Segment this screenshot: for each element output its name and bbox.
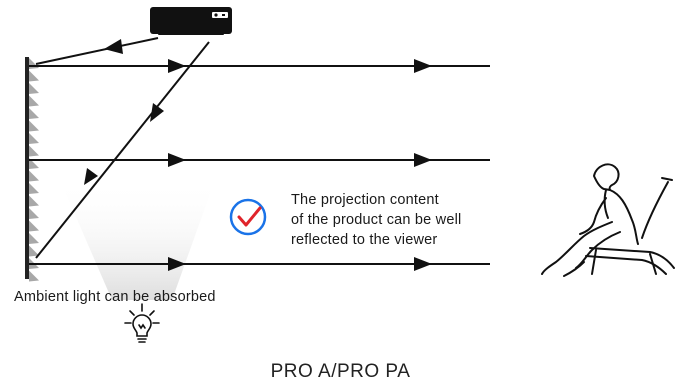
sawtooth-screen-icon — [25, 57, 39, 282]
seated-viewer-icon — [541, 163, 675, 277]
screen-tooth — [29, 183, 39, 194]
projector-icon — [150, 7, 232, 35]
light-bulb-icon — [124, 303, 160, 343]
screen-tooth — [29, 195, 39, 207]
model-label: PRO A/PRO PA — [270, 361, 411, 382]
screen-tooth — [29, 145, 39, 157]
reflected-rays — [29, 65, 490, 265]
projection-rays — [35, 37, 210, 259]
screen-tooth — [29, 83, 39, 94]
screen-tooth — [29, 120, 39, 132]
screen-tooth — [29, 270, 39, 282]
ray-arrowheads — [168, 59, 432, 271]
screen-tooth — [29, 208, 39, 219]
screen-tooth — [29, 233, 39, 244]
screen-tooth — [29, 70, 39, 82]
screen-tooth — [29, 133, 39, 144]
description-line-1: The projection content — [291, 192, 439, 208]
description-line-3: reflected to the viewer — [291, 232, 438, 248]
description-line-2: of the product can be well — [291, 212, 462, 228]
screen-tooth — [29, 108, 39, 119]
reflection-description: The projection content of the product ca… — [291, 190, 461, 250]
checkmark-circle-icon — [229, 198, 267, 236]
ambient-light-cone — [60, 180, 215, 300]
ambient-light-label: Ambient light can be absorbed — [14, 289, 216, 305]
screen-tooth — [29, 220, 39, 232]
screen-tooth — [29, 170, 39, 182]
projection-arrowheads — [84, 39, 164, 185]
screen-tooth — [29, 95, 39, 107]
screen-tooth — [29, 245, 39, 257]
